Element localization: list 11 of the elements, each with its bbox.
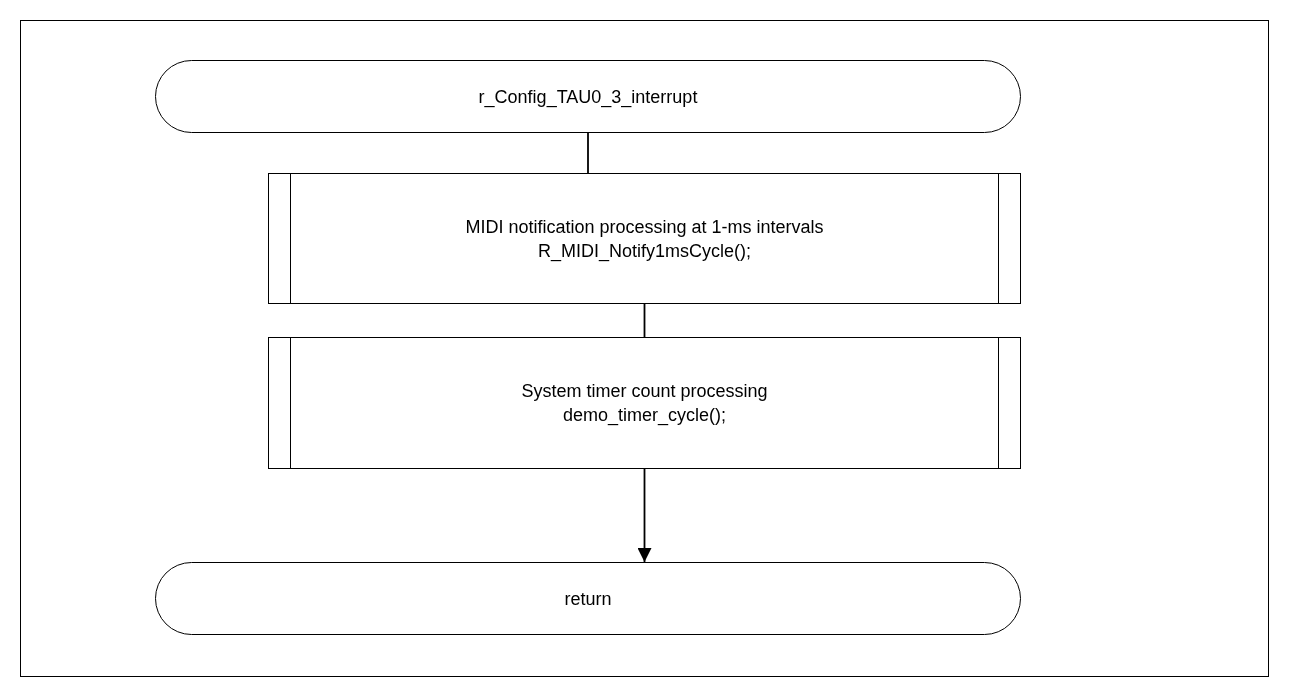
subroutine-box: [268, 337, 1021, 469]
node-label: R_MIDI_Notify1msCycle();: [538, 239, 751, 263]
connector-line: [643, 303, 646, 338]
subroutine-box: [268, 173, 1021, 304]
node-label: System timer count processing: [521, 380, 768, 403]
connector-line: [587, 132, 589, 174]
node-label: MIDI notification processing at 1-ms intervals: [465, 215, 824, 239]
node-label: demo_timer_cycle();: [562, 404, 726, 427]
node-label: return: [564, 587, 612, 611]
node-label: r_Config_TAU0_3_interrupt: [478, 85, 698, 109]
arrow: [637, 468, 652, 563]
